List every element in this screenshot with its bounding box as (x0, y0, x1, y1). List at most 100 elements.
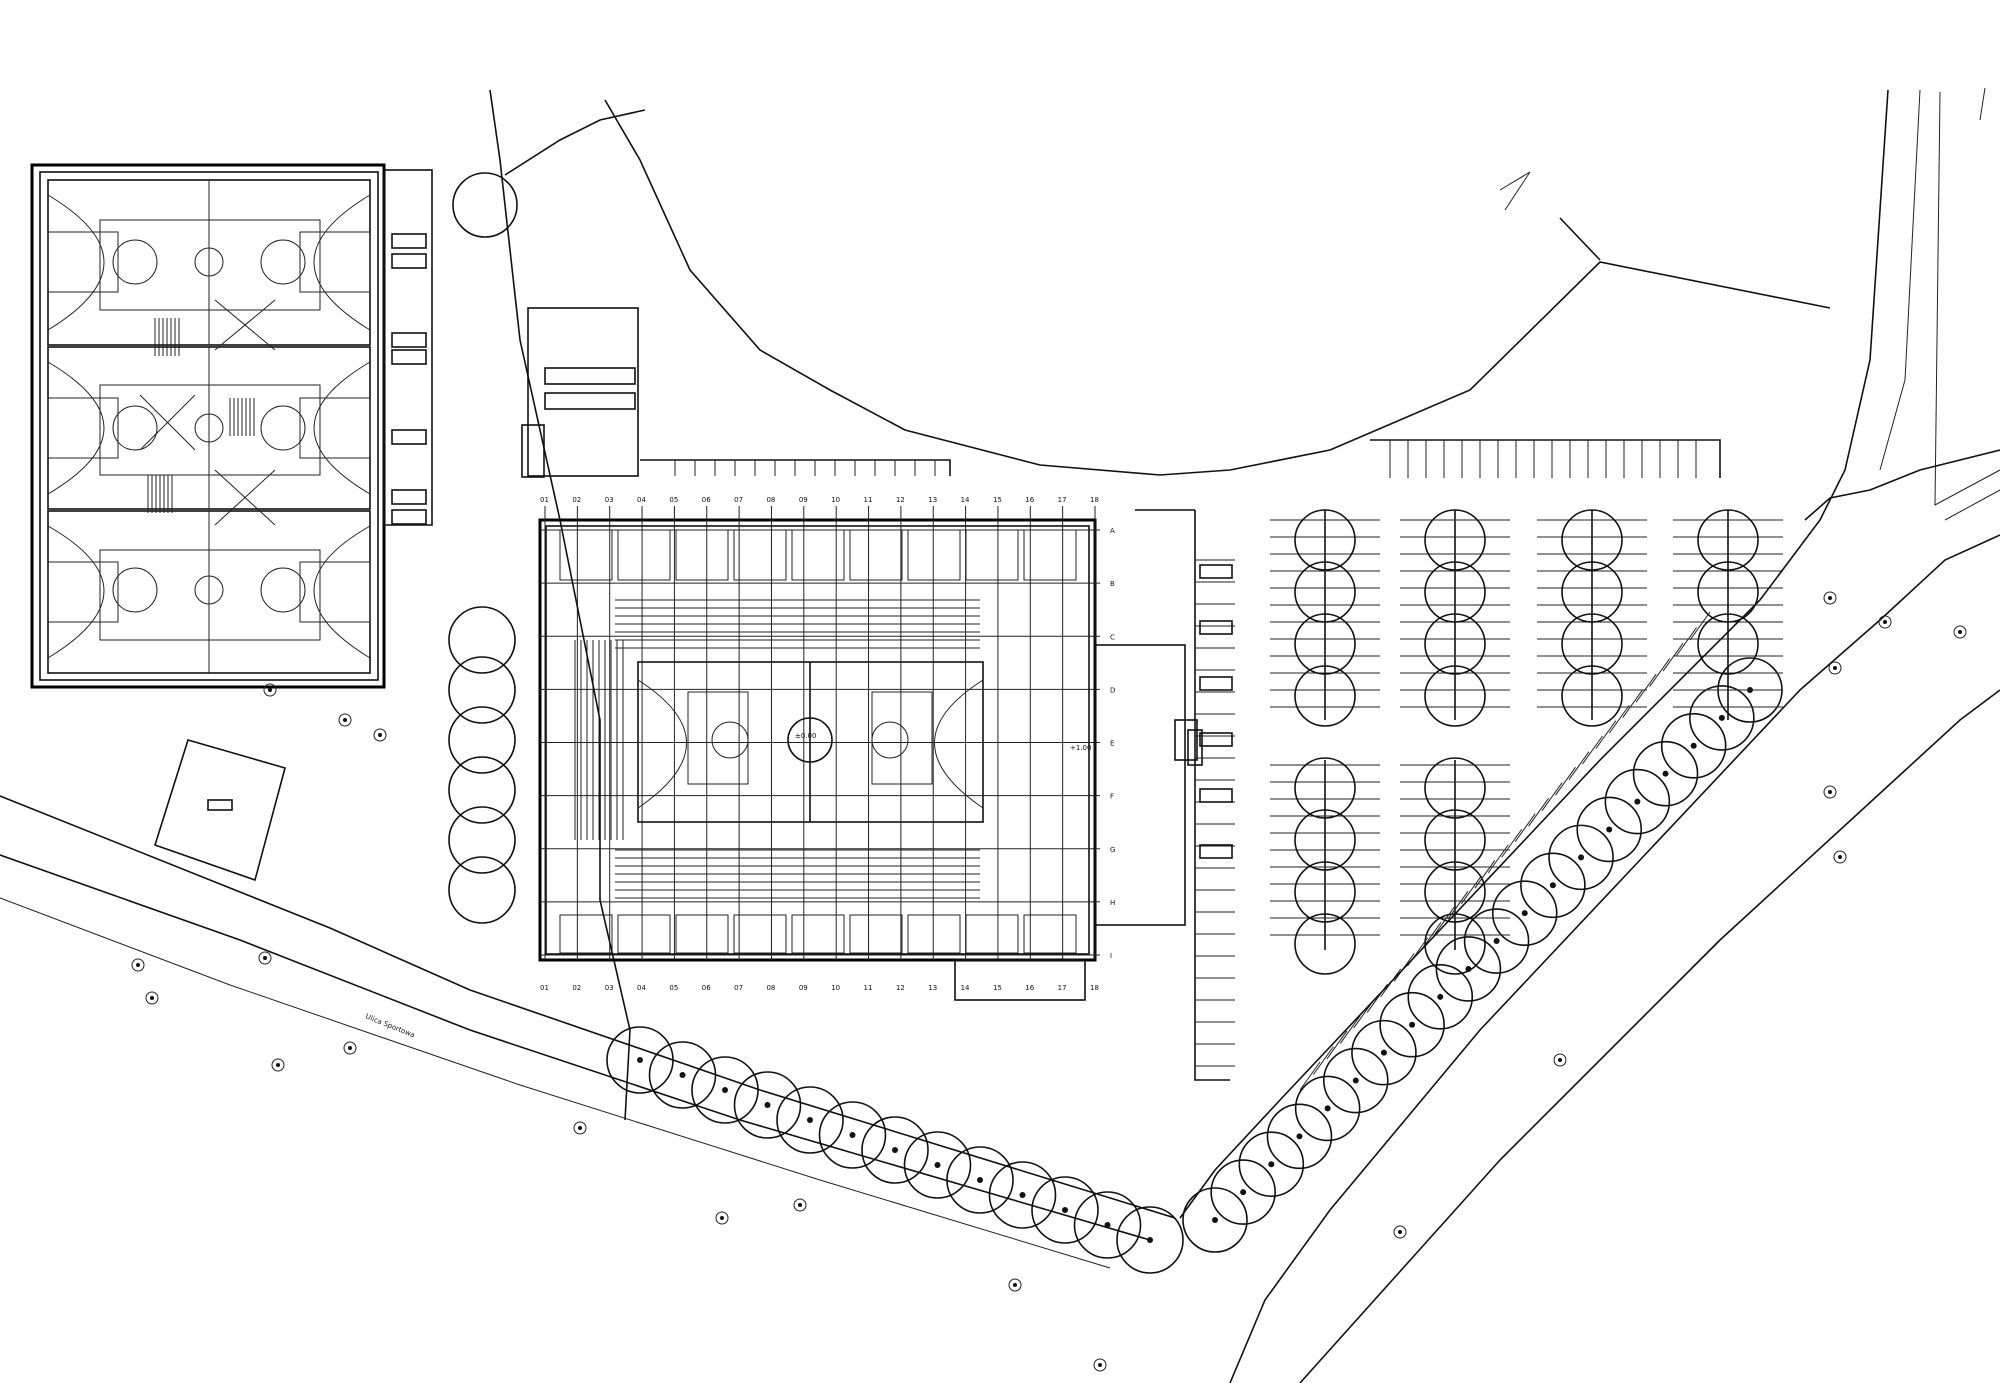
stall-line (1460, 875, 1482, 905)
tree-ring (1697, 561, 1759, 623)
room (733, 914, 787, 954)
tree-trunk (1521, 910, 1528, 917)
tree-ring (1294, 809, 1356, 871)
stall-line (1528, 797, 1550, 827)
grid-label-top: 07 (734, 496, 743, 504)
post-marker (1823, 785, 1837, 799)
post-marker (573, 1121, 587, 1135)
post-dot (348, 1046, 352, 1050)
grid-label-top: 05 (669, 496, 678, 504)
grid-label-top: 04 (637, 496, 646, 504)
upper-structures (521, 307, 1721, 478)
room (559, 529, 613, 581)
grid-label-bottom: 04 (637, 984, 646, 992)
tree-ring (1182, 1187, 1248, 1253)
post-dot (1838, 855, 1842, 859)
post-dot (1558, 1058, 1562, 1062)
car (1199, 844, 1233, 859)
grid-label-bottom: 10 (831, 984, 840, 992)
room (907, 914, 961, 954)
tree-trunk (1240, 1189, 1247, 1196)
grid-label-right: C (1110, 633, 1115, 641)
tree-ring (776, 1086, 844, 1154)
tree-ring (1294, 757, 1356, 819)
stall-line (1514, 813, 1536, 843)
tree-ring (1632, 740, 1699, 807)
tree-ring (1424, 809, 1486, 871)
tree-ring (1294, 509, 1356, 571)
tree-ring (1561, 509, 1623, 571)
grid-label-right: D (1110, 686, 1115, 694)
grid-label-top: 18 (1090, 496, 1099, 504)
post-marker (1393, 1225, 1407, 1239)
tree-ring (1266, 1103, 1333, 1170)
tree-ring (448, 656, 516, 724)
grid-label-bottom: 02 (572, 984, 581, 992)
room (965, 529, 1019, 581)
grid-label-top: 14 (961, 496, 970, 504)
grid-label-bottom: 17 (1058, 984, 1067, 992)
stall-line (1689, 611, 1711, 641)
post-marker (1823, 591, 1837, 605)
tree-ring (1294, 613, 1356, 675)
grid-label-bottom: 01 (540, 984, 549, 992)
tree-trunk (892, 1147, 898, 1153)
tree-ring (1294, 1075, 1361, 1142)
tree-ring (1697, 613, 1759, 675)
grid-label-top: 17 (1058, 496, 1067, 504)
tree-ring (1604, 768, 1671, 835)
tree-ring (1294, 665, 1356, 727)
tree-ring (448, 606, 516, 674)
stall-line (1582, 735, 1603, 765)
right-parking (1135, 509, 1783, 1081)
room (1023, 529, 1077, 581)
post-dot (1883, 620, 1887, 624)
grid-label-top: 08 (766, 496, 775, 504)
tree-trunk (1296, 1133, 1303, 1140)
stall-line (1662, 642, 1684, 672)
post-marker (373, 728, 387, 742)
grid-label-bottom: 09 (799, 984, 808, 992)
grid-label-top: 06 (702, 496, 711, 504)
grid-label-right: B (1110, 580, 1115, 588)
stall-line (1608, 704, 1630, 734)
room (559, 914, 613, 954)
post-dot (1833, 666, 1837, 670)
tree-ring (1424, 665, 1486, 727)
tree-ring (988, 1161, 1057, 1229)
tree-ring (1548, 824, 1614, 891)
tree-trunk (1690, 742, 1697, 749)
tree-trunk (977, 1177, 983, 1183)
grid-label-bottom: 03 (605, 984, 614, 992)
tree-ring (1210, 1159, 1276, 1225)
tree-ring (1424, 757, 1486, 819)
tree-trunk (637, 1057, 643, 1063)
grid-label-top: 03 (605, 496, 614, 504)
tree-ring (903, 1131, 972, 1199)
car (1199, 564, 1233, 579)
tree-ring (1294, 861, 1356, 923)
post-marker (258, 951, 272, 965)
road-label-upper: Ulica Sportowa (364, 1012, 416, 1039)
car (1199, 788, 1233, 803)
post-dot (263, 956, 267, 960)
tree-trunk (1062, 1207, 1068, 1213)
site-posts (131, 591, 1967, 1372)
room (791, 914, 845, 954)
grid-label-top: 15 (993, 496, 1002, 504)
tree-trunk (1352, 1077, 1359, 1084)
stall-line (1313, 1046, 1334, 1075)
tree-ring (1073, 1191, 1142, 1259)
car (1199, 676, 1233, 691)
post-dot (1828, 596, 1832, 600)
stall-line (1474, 859, 1496, 889)
post-marker (1878, 615, 1892, 629)
stall-line (1649, 658, 1671, 687)
grid-label-top: 16 (1025, 496, 1034, 504)
tree-trunk (1549, 882, 1556, 889)
stall-line (1595, 720, 1617, 749)
left-parking (391, 233, 427, 525)
car (1199, 620, 1233, 635)
tree-ring (1561, 613, 1623, 675)
